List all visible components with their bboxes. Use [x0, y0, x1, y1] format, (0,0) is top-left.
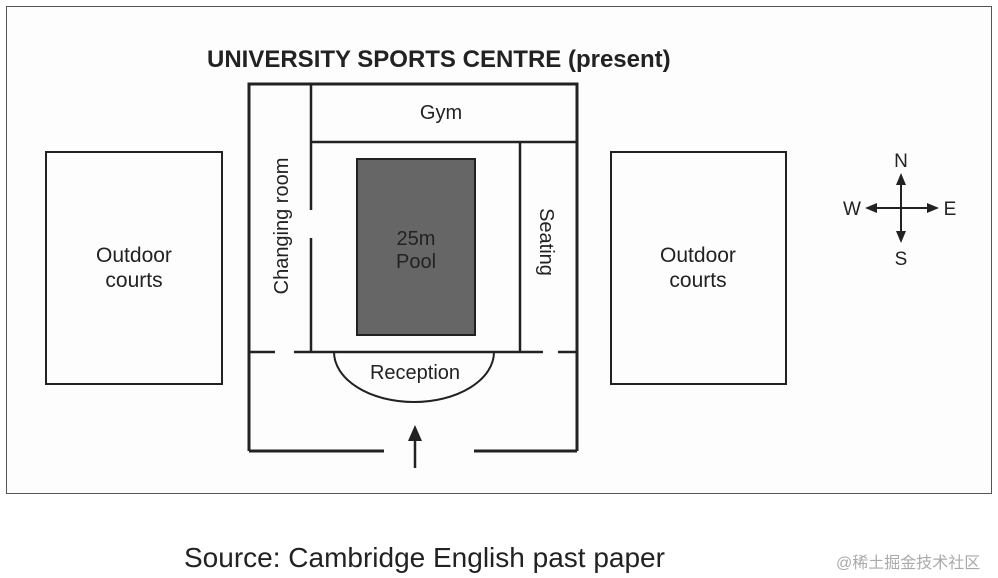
gym-label: Gym: [420, 102, 462, 124]
compass-icon: [865, 173, 939, 243]
map-panel: UNIVERSITY SPORTS CENTRE (present) Outdo…: [6, 6, 992, 494]
building-walls: [247, 82, 579, 453]
changing-room-label: Changing room: [271, 158, 293, 295]
watermark: @稀土掘金技术社区: [836, 555, 981, 572]
map-title: UNIVERSITY SPORTS CENTRE (present): [207, 46, 671, 73]
outdoor-courts-right: [610, 151, 787, 385]
compass-north: N: [894, 151, 908, 172]
reception-desk: [333, 351, 495, 403]
source-caption: Source: Cambridge English past paper: [184, 542, 665, 573]
reception-label: Reception: [370, 362, 460, 384]
outdoor-courts-right-label-1: Outdoor: [660, 244, 736, 267]
compass-east: E: [944, 199, 957, 220]
outdoor-courts-left-label-2: courts: [105, 269, 162, 292]
pool-label-2: Pool: [396, 251, 436, 273]
outdoor-courts-left: [45, 151, 223, 385]
outdoor-courts-left-label-1: Outdoor: [96, 244, 172, 267]
entrance-arrow-icon: [408, 425, 422, 468]
pool: [356, 158, 476, 336]
internal-walls: [249, 84, 577, 354]
outdoor-courts-right-label-2: courts: [669, 269, 726, 292]
pool-label-1: 25m: [397, 228, 436, 250]
compass-south: S: [895, 249, 908, 270]
seating-label: Seating: [535, 208, 557, 276]
sports-centre-map: UNIVERSITY SPORTS CENTRE (present) Outdo…: [45, 46, 957, 468]
compass-west: W: [843, 199, 861, 220]
